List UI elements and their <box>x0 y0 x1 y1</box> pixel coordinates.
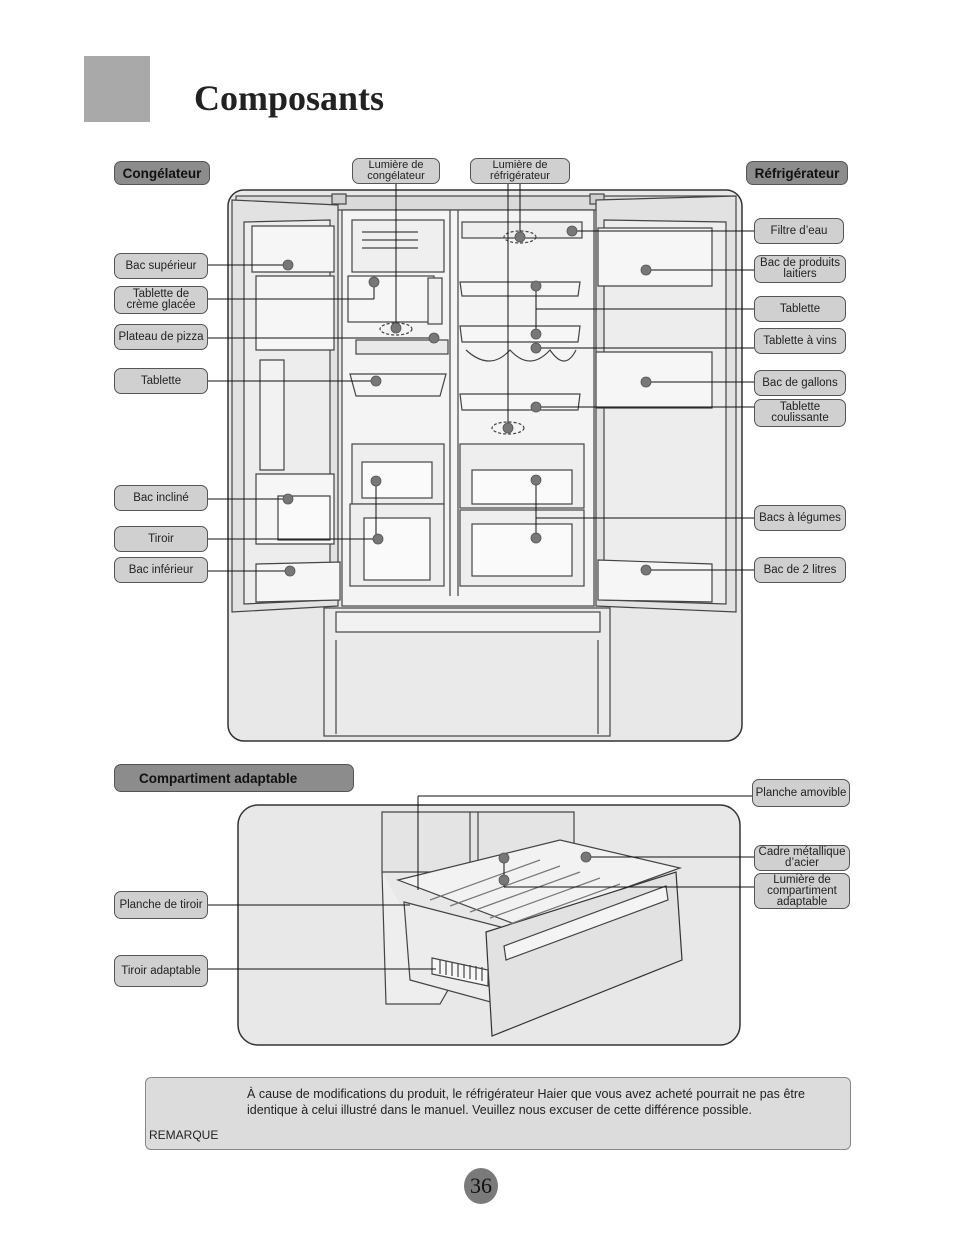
callout-dots <box>282 225 652 886</box>
label-bac-2-litres: Bac de 2 litres <box>754 557 846 583</box>
page-title: Composants <box>194 78 385 118</box>
label-bac-produits-laitiers: Bac de produits laitiers <box>754 255 846 283</box>
label-cadre-metallique: Cadre métallique d’acier <box>754 845 850 871</box>
freezer-header: Congélateur <box>114 161 210 185</box>
note-box <box>145 1077 851 1150</box>
label-planche-amovible: Planche amovible <box>752 779 850 807</box>
label-tablette-coulissante: Tablette coulissante <box>754 399 846 427</box>
label-bacs-legumes: Bacs à légumes <box>754 505 846 531</box>
label-bac-inferieur: Bac inférieur <box>114 557 208 583</box>
fridge-illustration <box>227 189 743 742</box>
label-tablette-refrigerateur: Tablette <box>754 296 846 322</box>
label-filtre-eau: Filtre d’eau <box>754 218 844 244</box>
label-planche-tiroir: Planche de tiroir <box>114 891 208 919</box>
page-number: 36 <box>464 1168 498 1204</box>
note-label: REMARQUE <box>149 1128 219 1142</box>
adaptable-header: Compartiment adaptable <box>114 764 354 792</box>
label-tiroir-adaptable: Tiroir adaptable <box>114 955 208 987</box>
label-bac-incline: Bac incliné <box>114 485 208 511</box>
title-decor-square <box>84 56 150 122</box>
label-lumiere-refrigerateur: Lumière de réfrigérateur <box>470 158 570 184</box>
label-bac-superieur: Bac supérieur <box>114 253 208 279</box>
label-tablette-creme-glacee: Tablette de crème glacée <box>114 286 208 314</box>
label-plateau-pizza: Plateau de pizza <box>114 324 208 350</box>
note-text: À cause de modifications du produit, le … <box>247 1087 805 1117</box>
label-tablette-congelateur: Tablette <box>114 368 208 394</box>
adaptable-compartment-illustration <box>237 804 741 1046</box>
fridge-header: Réfrigérateur <box>746 161 848 185</box>
label-lumiere-compartiment: Lumière de compartiment adaptable <box>754 873 850 909</box>
label-tablette-vins: Tablette à vins <box>754 328 846 354</box>
label-lumiere-congelateur: Lumière de congélateur <box>352 158 440 184</box>
label-bac-gallons: Bac de gallons <box>754 370 846 396</box>
label-tiroir: Tiroir <box>114 526 208 552</box>
